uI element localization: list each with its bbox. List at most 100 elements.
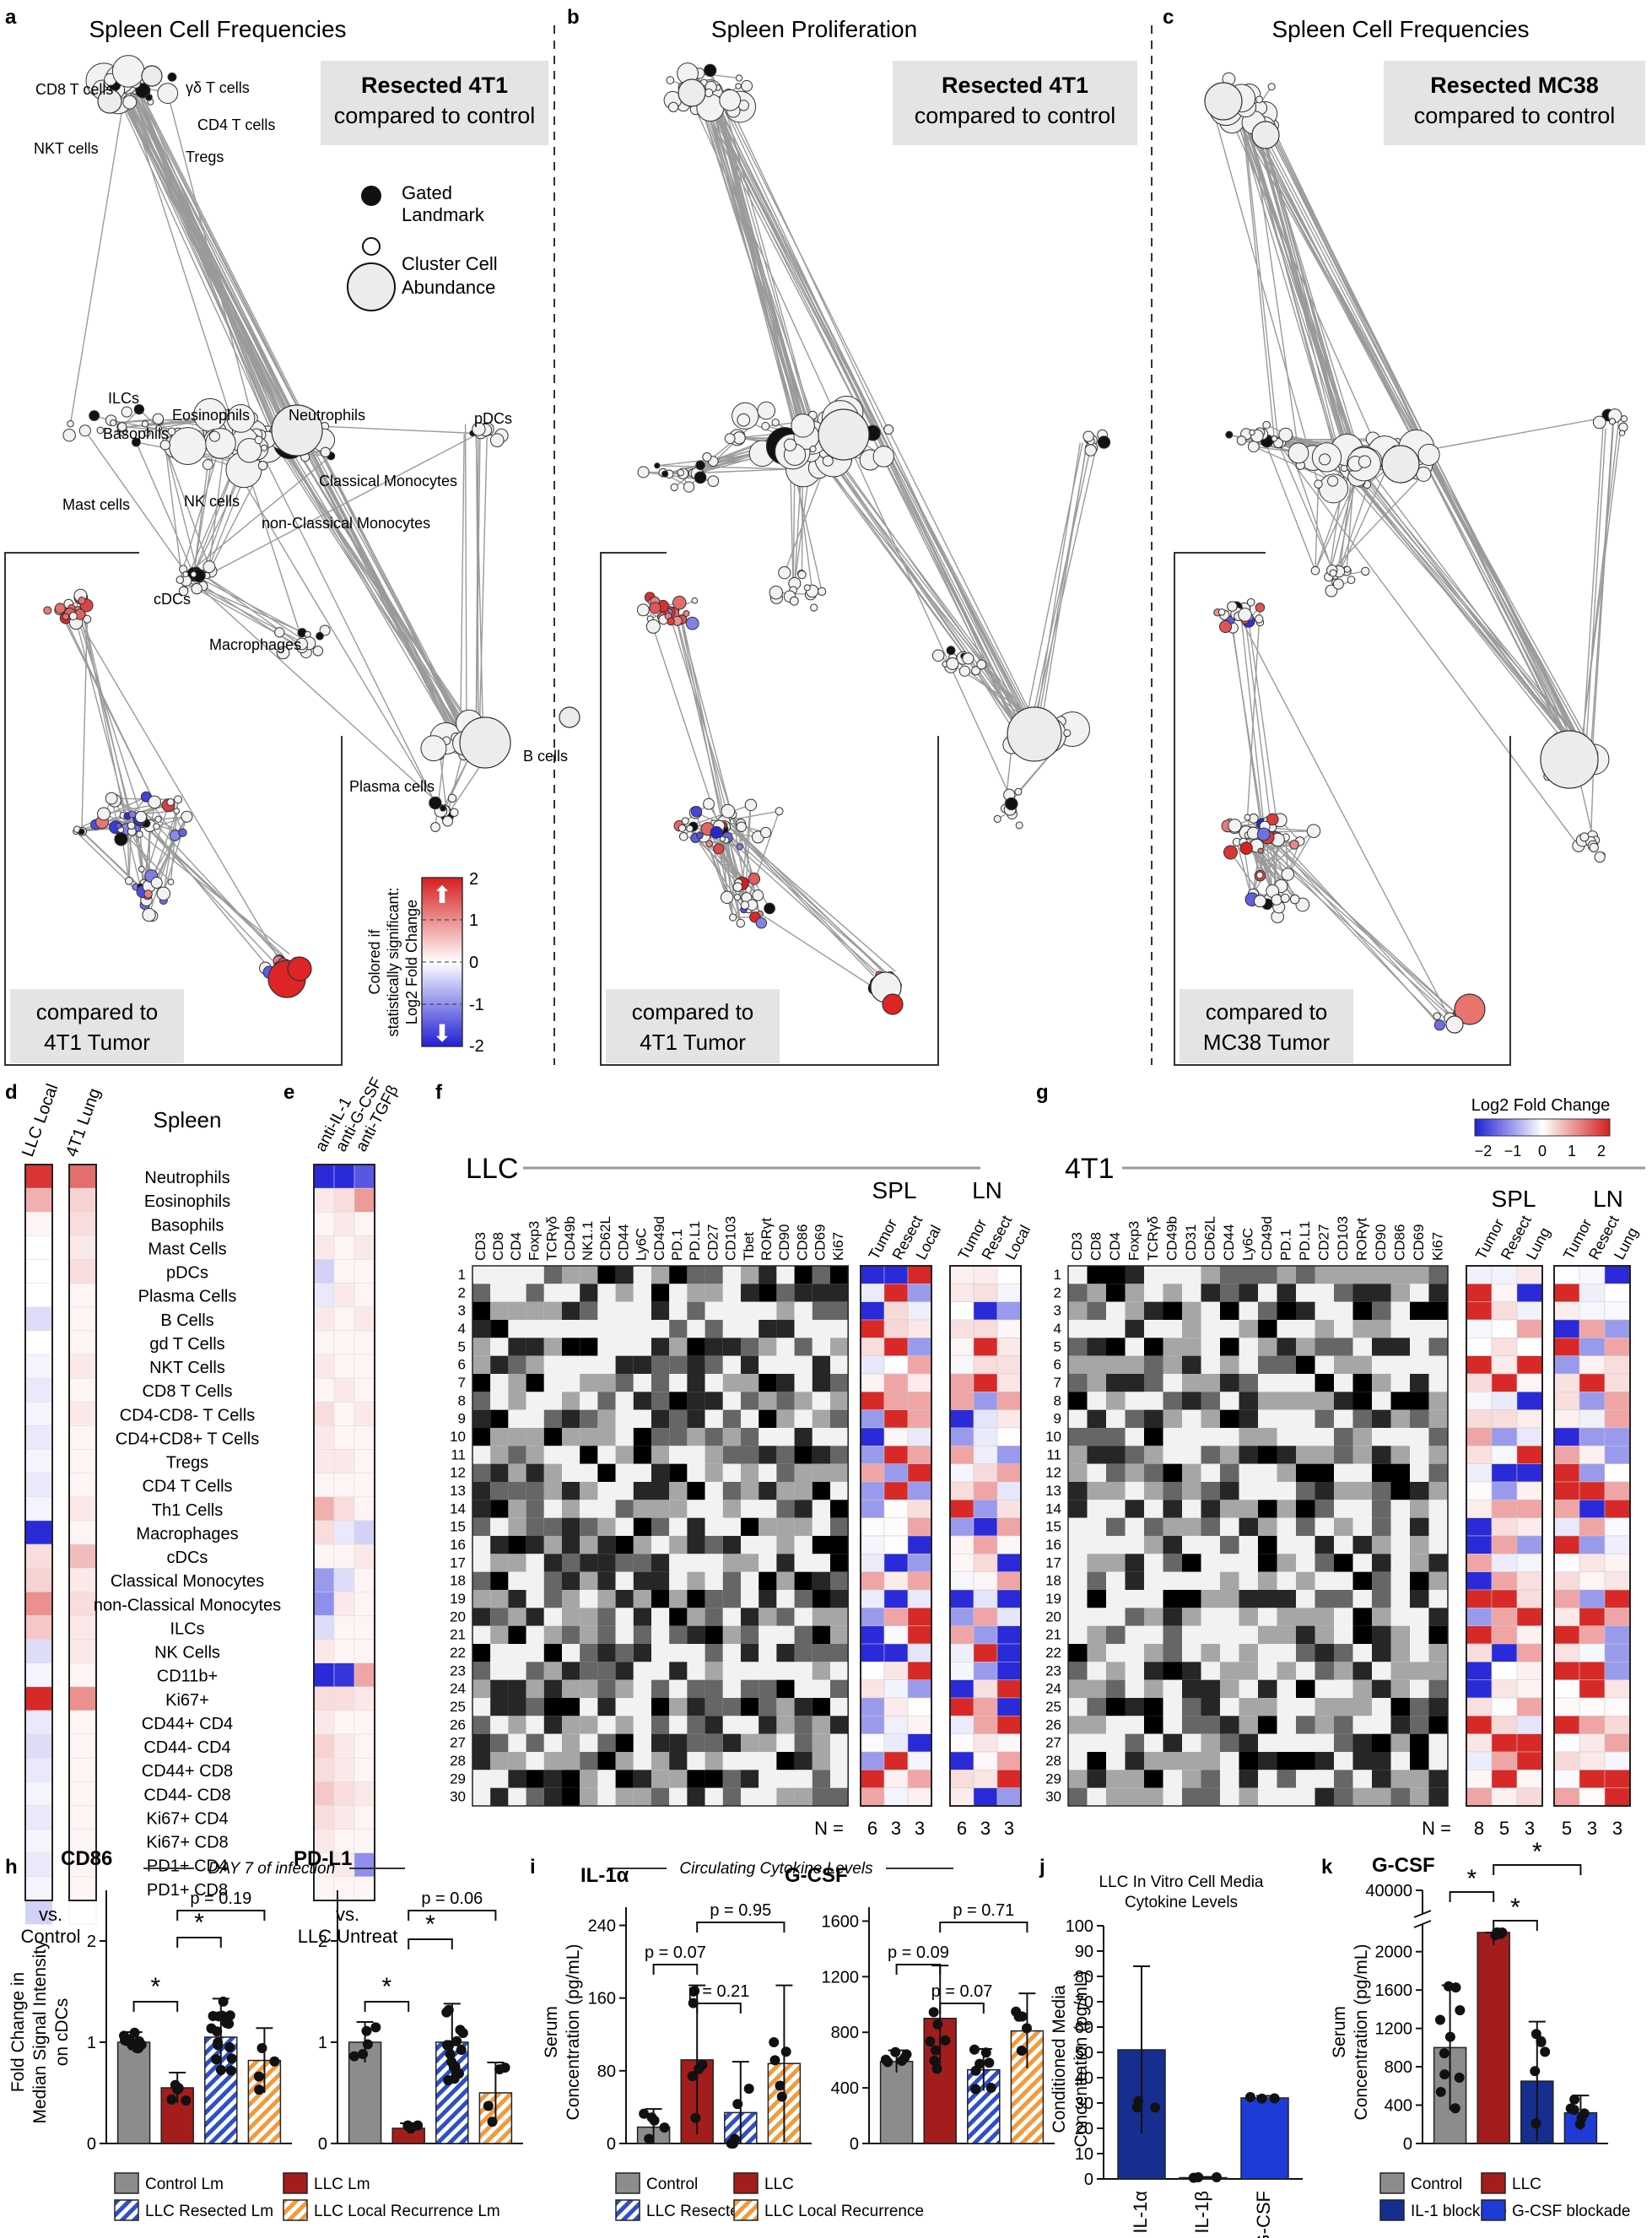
expression-cell [687,1374,705,1392]
expression-cell [633,1770,651,1788]
expression-cell [794,1284,813,1302]
heat-cell-d [24,1425,53,1450]
expression-cell [1087,1428,1106,1446]
heat-cell-e [313,1710,335,1735]
network-node [191,582,202,595]
fold-change-cell [883,1787,909,1807]
expression-cell [1390,1446,1410,1464]
expression-cell [1106,1698,1126,1716]
panel-a-inset-line1: compared to [36,999,159,1024]
data-point [732,2099,743,2110]
network-panel-b [637,62,1111,830]
expression-cell [1125,1320,1144,1338]
network-node [791,414,815,438]
expression-cell [1428,1536,1448,1554]
expression-cell [615,1770,634,1788]
heat-cell-e [333,1212,355,1236]
expression-cell [472,1463,491,1482]
fold-change-cell [907,1463,932,1483]
expression-cell [543,1679,562,1698]
expression-cell [580,1266,598,1284]
expression-cell [633,1428,651,1446]
expression-cell [1390,1662,1410,1680]
expression-cell [1068,1301,1088,1320]
heat-cell-e [354,1592,375,1616]
data-point [256,2042,267,2053]
fold-change-cell [973,1284,998,1302]
expression-cell [830,1392,849,1410]
fold-change-cell [1579,1697,1606,1716]
expression-cell [1125,1517,1144,1536]
fold-change-cell [883,1770,909,1788]
network-node [704,63,717,78]
expression-cell [472,1770,491,1788]
marker-label: TCRγδ [544,1216,560,1261]
expression-cell [1352,1770,1372,1788]
expression-cell [1106,1446,1126,1464]
network-node [1257,847,1264,854]
network-node [271,404,323,457]
expression-cell [722,1770,741,1788]
data-point [769,2037,780,2048]
expression-cell [1410,1374,1429,1392]
fold-change-cell [1604,1679,1631,1699]
fold-change-cell [1491,1535,1518,1554]
expression-cell [1428,1770,1448,1788]
expression-cell [562,1517,580,1536]
fold-change-cell [1553,1319,1580,1338]
expression-cell [562,1752,580,1770]
cluster-row-number: 8 [458,1392,466,1408]
expression-cell [1258,1716,1277,1734]
expression-cell [1334,1500,1353,1518]
fold-change-cell [1604,1733,1631,1753]
heat-cell-e [313,1187,335,1213]
expression-cell [580,1716,598,1734]
data-point [224,2019,235,2030]
network-node [1618,430,1626,436]
network-edge [290,438,474,738]
expression-cell [722,1482,741,1500]
panel-letter-h: h [5,1856,18,1879]
expression-cell [615,1752,634,1770]
expression-cell [669,1733,688,1752]
expression-cell [1106,1482,1126,1500]
expression-cell [687,1770,705,1788]
network-edge [186,580,319,651]
network-node [167,427,176,436]
panel-b-inset-line1: compared to [632,999,754,1024]
expression-cell [1428,1608,1448,1626]
fold-change-cell [883,1338,909,1356]
cluster-row-number: 10 [1045,1429,1061,1445]
network-edge [71,608,283,965]
panel-c-inset-label-box [1180,989,1353,1063]
fold-change-cell [860,1643,885,1662]
panel-c-box-line1: Resected MC38 [1430,73,1599,98]
fold-change-cell [860,1355,885,1375]
expression-cell [1068,1463,1088,1482]
expression-cell [615,1266,634,1284]
expression-cell [615,1698,634,1716]
network-node [1454,993,1486,1025]
heat-cell-e [333,1402,355,1426]
expression-cell [741,1409,759,1428]
expression-cell [1296,1571,1315,1590]
expression-cell [1315,1679,1334,1698]
expression-cell [1144,1374,1163,1392]
expression-cell [1087,1517,1106,1536]
legend-cluster: Cluster Cell [402,253,498,274]
x-category-label: G-CSF [1253,2191,1274,2238]
fold-change-cell [1516,1355,1543,1375]
expression-cell [1182,1409,1201,1428]
heat-cell-e [354,1852,375,1878]
expression-cell [1239,1446,1258,1464]
network-edge [125,821,290,955]
network-edge [475,432,480,746]
data-point [127,2040,138,2051]
network-node [1271,894,1282,905]
expression-cell [1106,1554,1126,1572]
fold-change-cell [1553,1535,1580,1554]
cluster-row-number: 14 [1045,1500,1061,1516]
fold-change-cell [1604,1265,1631,1284]
expression-cell [1106,1463,1126,1482]
heat-cell-d [24,1876,53,1901]
